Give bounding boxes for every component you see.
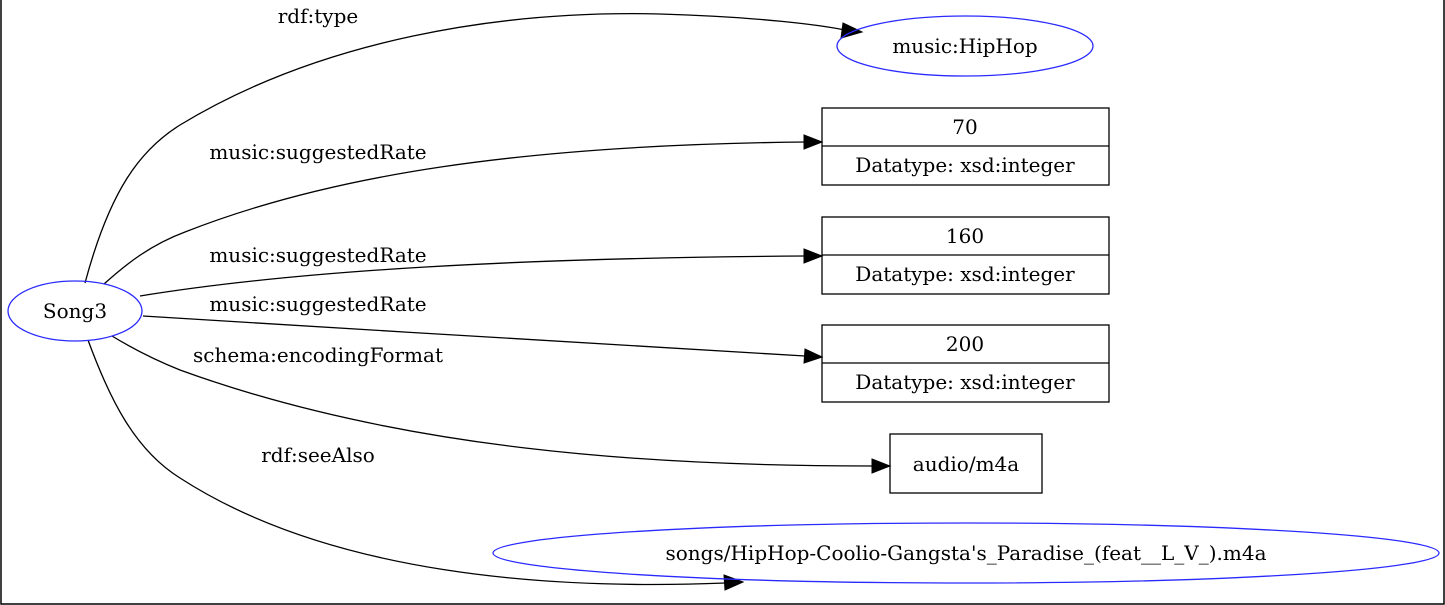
edge-label-see-also: rdf:seeAlso — [261, 443, 375, 467]
edge-rdf-type: rdf:type — [84, 4, 864, 284]
node-music-hiphop-label: music:HipHop — [892, 34, 1037, 58]
edge-label-encoding-format: schema:encodingFormat — [193, 343, 443, 367]
edge-label-suggested-rate-1: music:suggestedRate — [209, 140, 426, 164]
literal-node-200[interactable]: 200 Datatype: xsd:integer — [821, 324, 1110, 403]
node-see-also-file-label: songs/HipHop-Coolio-Gangsta's_Paradise_(… — [666, 541, 1267, 565]
edge-encoding-format: schema:encodingFormat — [111, 335, 892, 474]
literal-value-70: 70 — [952, 115, 977, 139]
edge-label-suggested-rate-2: music:suggestedRate — [209, 243, 426, 267]
edge-see-also: rdf:seeAlso — [87, 339, 745, 591]
edge-suggested-rate-70: music:suggestedRate — [103, 134, 824, 285]
literal-datatype-160: Datatype: xsd:integer — [855, 262, 1075, 286]
literal-node-audio-m4a[interactable]: audio/m4a — [889, 433, 1043, 494]
literal-datatype-200: Datatype: xsd:integer — [855, 370, 1075, 394]
literal-datatype-70: Datatype: xsd:integer — [855, 153, 1075, 177]
node-see-also-file[interactable]: songs/HipHop-Coolio-Gangsta's_Paradise_(… — [492, 522, 1440, 584]
literal-value-200: 200 — [946, 332, 984, 356]
edge-label-rdf-type: rdf:type — [278, 4, 358, 28]
edge-label-suggested-rate-3: music:suggestedRate — [209, 292, 426, 316]
node-music-hiphop[interactable]: music:HipHop — [836, 15, 1094, 77]
edge-suggested-rate-160: music:suggestedRate — [139, 243, 824, 297]
literal-value-audio-m4a: audio/m4a — [913, 452, 1019, 476]
node-song3-label: Song3 — [43, 299, 107, 323]
edge-suggested-rate-200: music:suggestedRate — [142, 292, 824, 364]
literal-node-70[interactable]: 70 Datatype: xsd:integer — [821, 107, 1110, 186]
literal-node-160[interactable]: 160 Datatype: xsd:integer — [821, 216, 1110, 295]
literal-value-160: 160 — [946, 224, 984, 248]
node-song3[interactable]: Song3 — [7, 280, 143, 342]
